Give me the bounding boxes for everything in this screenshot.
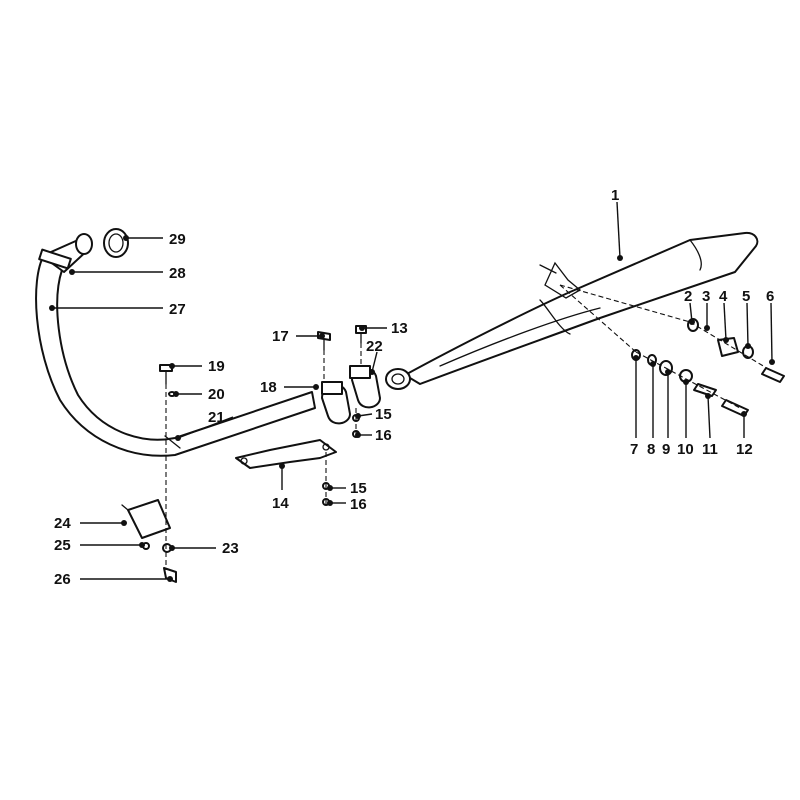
- callout-13: 13: [391, 320, 408, 337]
- callout-19: 19: [208, 358, 225, 375]
- callout-29: 29: [169, 231, 186, 248]
- callout-17: 17: [272, 328, 289, 345]
- muffler: [385, 231, 759, 390]
- callout-25: 25: [54, 537, 71, 554]
- callout-27: 27: [169, 301, 186, 318]
- callout-3: 3: [702, 288, 710, 305]
- callout-23: 23: [222, 540, 239, 557]
- mounting-bracket: [235, 439, 337, 469]
- gasket-ring: [103, 228, 129, 258]
- callout-4: 4: [719, 288, 728, 305]
- callout-14: 14: [272, 495, 289, 512]
- callout-10: 10: [677, 441, 694, 458]
- rear-bracket: [121, 499, 171, 539]
- callout-1: 1: [611, 187, 619, 204]
- callout-5: 5: [742, 288, 750, 305]
- callout-9: 9: [662, 441, 670, 458]
- callout-8: 8: [647, 441, 655, 458]
- exhaust-pipe: [35, 233, 316, 457]
- callout-15a: 15: [375, 406, 392, 423]
- callout-2: 2: [684, 288, 692, 305]
- callout-28: 28: [169, 265, 186, 282]
- leader-lines: [49, 201, 775, 582]
- callout-26: 26: [54, 571, 71, 588]
- callout-labels: 1 2 3 4 5 6 7 8 9 10 11 12 13 14 15 15 1…: [54, 187, 774, 588]
- pipe-clamps: [321, 365, 381, 425]
- bolts-top: [159, 325, 367, 385]
- callout-11: 11: [702, 441, 718, 458]
- callout-7: 7: [630, 441, 638, 458]
- callout-16a: 16: [375, 427, 392, 444]
- bolt-26: [163, 567, 177, 583]
- callout-24: 24: [54, 515, 71, 532]
- callout-22: 22: [366, 338, 383, 355]
- callout-18: 18: [260, 379, 277, 396]
- callout-6: 6: [766, 288, 774, 305]
- callout-15b: 15: [350, 480, 367, 497]
- callout-12: 12: [736, 441, 753, 458]
- callout-16b: 16: [350, 496, 367, 513]
- callout-21: 21: [208, 409, 225, 426]
- callout-20: 20: [208, 386, 225, 403]
